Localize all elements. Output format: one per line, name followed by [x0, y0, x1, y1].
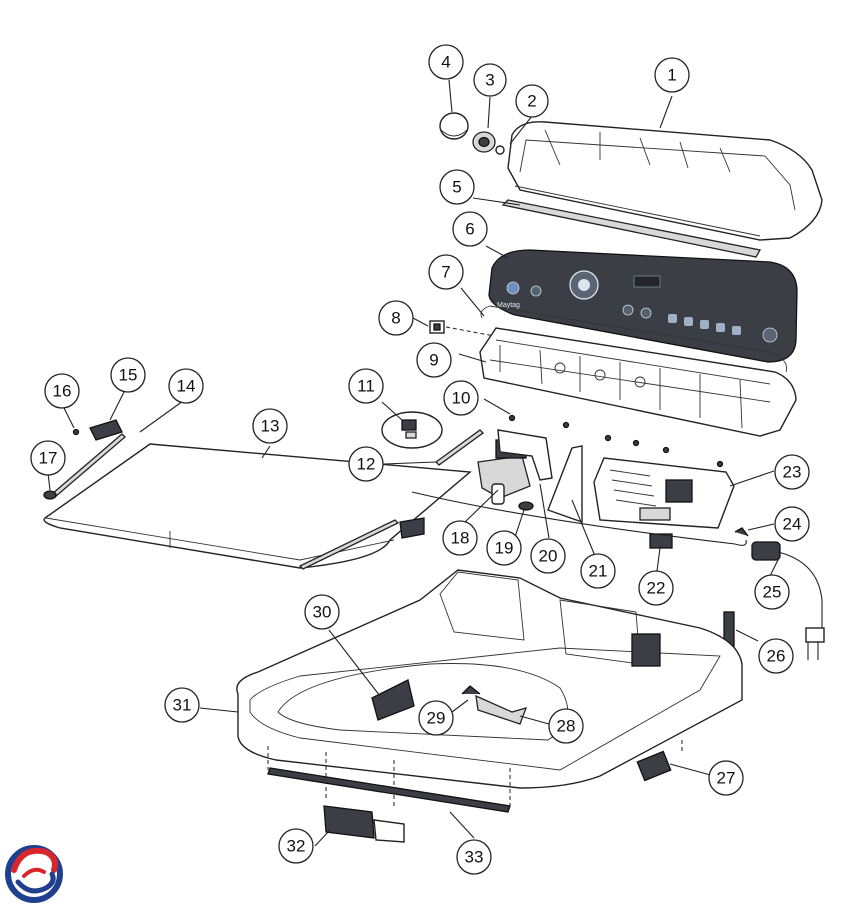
callouts: 1 2 3 4 5 6 7 8 9 10 11 12 13 14 15 16 1… [30, 44, 810, 875]
svg-text:21: 21 [589, 562, 608, 581]
svg-text:29: 29 [427, 709, 446, 728]
callout-leaders [47, 79, 781, 847]
part-20-bracket [497, 429, 553, 481]
svg-text:6: 6 [465, 220, 474, 239]
svg-text:17: 17 [39, 449, 58, 468]
svg-text:13: 13 [261, 417, 280, 436]
callout-14: 14 [168, 368, 204, 404]
callout-15: 15 [110, 357, 146, 393]
part-22-connector [411, 491, 747, 549]
part-9-console-base [479, 327, 797, 437]
callout-11: 11 [348, 368, 384, 404]
callout-6: 6 [452, 211, 488, 247]
part-2-small-ring [495, 145, 505, 155]
callout-18: 18 [442, 520, 478, 556]
callout-25: 25 [754, 574, 790, 610]
part-27-bracket [636, 750, 672, 782]
svg-text:28: 28 [557, 717, 576, 736]
svg-text:18: 18 [451, 529, 470, 548]
callout-9: 9 [416, 342, 452, 378]
svg-text:4: 4 [441, 53, 450, 72]
brand-swirl-logo-icon [5, 845, 63, 903]
callout-17: 17 [30, 440, 66, 476]
part-31-top-cover [236, 569, 743, 808]
callout-16: 16 [44, 373, 80, 409]
svg-text:10: 10 [452, 389, 471, 408]
callout-27: 27 [708, 760, 744, 796]
callout-21: 21 [580, 553, 616, 589]
part-10-screws [508, 414, 724, 468]
svg-text:33: 33 [465, 848, 484, 867]
svg-text:15: 15 [119, 366, 138, 385]
svg-text:20: 20 [539, 547, 558, 566]
svg-text:26: 26 [767, 647, 786, 666]
part-24-25-power-cord [734, 527, 825, 660]
svg-text:27: 27 [717, 769, 736, 788]
callout-13: 13 [252, 408, 288, 444]
callout-32: 32 [278, 828, 314, 864]
callout-24: 24 [774, 506, 810, 542]
svg-text:25: 25 [763, 583, 782, 602]
svg-text:7: 7 [441, 263, 450, 282]
part-11-lid-switch-assembly [381, 411, 443, 449]
svg-text:11: 11 [357, 377, 375, 396]
callout-8: 8 [378, 300, 414, 336]
svg-text:22: 22 [647, 579, 666, 598]
svg-text:30: 30 [313, 603, 332, 622]
part-6-control-panel: Maytag [488, 249, 798, 363]
svg-text:31: 31 [173, 696, 192, 715]
part-7-panel-gasket [480, 305, 788, 373]
svg-text:9: 9 [429, 351, 438, 370]
callout-5: 5 [439, 169, 475, 205]
part-1-console-housing [507, 121, 823, 241]
part-15-hinge-bracket [89, 419, 425, 539]
svg-text:12: 12 [357, 455, 376, 474]
callout-1: 1 [654, 57, 690, 93]
svg-text:19: 19 [495, 539, 514, 558]
callout-19: 19 [486, 530, 522, 566]
svg-text:3: 3 [485, 71, 494, 90]
part-19-disc [518, 501, 534, 511]
part-12-rod [435, 429, 484, 466]
callout-10: 10 [443, 380, 479, 416]
callout-31: 31 [164, 687, 200, 723]
part-4-knob-cap [439, 112, 469, 140]
callout-23: 23 [774, 454, 810, 490]
callout-7: 7 [428, 254, 464, 290]
callout-20: 20 [530, 538, 566, 574]
callout-3: 3 [473, 63, 507, 97]
console-brand-text: Maytag [497, 302, 520, 309]
callout-4: 4 [428, 44, 464, 80]
part-16-screw [72, 428, 80, 436]
part-17-bumper [43, 490, 57, 500]
callout-29: 29 [418, 700, 454, 736]
part-28-nozzle [475, 694, 528, 725]
svg-text:1: 1 [667, 66, 676, 85]
svg-text:8: 8 [391, 309, 400, 328]
svg-text:14: 14 [177, 377, 196, 396]
part-5-trim-strip [501, 199, 762, 258]
part-30-lid-lock [371, 679, 415, 721]
callout-2: 2 [515, 84, 549, 118]
part-29-hose [461, 685, 481, 695]
part-8-clip [429, 320, 501, 338]
part-33-front-trim [267, 767, 511, 813]
callout-30: 30 [304, 594, 340, 630]
part-32-dispenser [323, 805, 405, 843]
svg-text:16: 16 [53, 382, 72, 401]
svg-text:23: 23 [783, 463, 802, 482]
callout-33: 33 [456, 839, 492, 875]
callout-26: 26 [758, 638, 794, 674]
svg-text:5: 5 [452, 178, 461, 197]
callout-12: 12 [348, 446, 384, 482]
callout-22: 22 [638, 570, 674, 606]
svg-text:24: 24 [783, 515, 802, 534]
svg-text:2: 2 [527, 92, 536, 111]
svg-text:32: 32 [287, 837, 306, 856]
part-23-control-board [593, 457, 735, 529]
part-3-knob-bezel [472, 131, 496, 153]
callout-28: 28 [548, 708, 584, 744]
